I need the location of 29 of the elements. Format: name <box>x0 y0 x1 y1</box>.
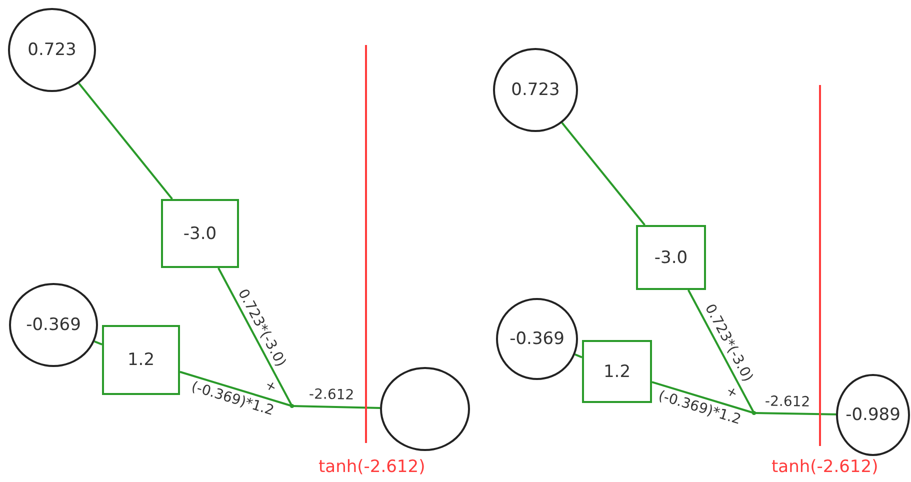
connector-line <box>574 354 582 358</box>
connector-line <box>687 290 755 414</box>
connector-line <box>561 122 646 226</box>
junction-point <box>752 411 756 415</box>
weight-box <box>102 325 180 395</box>
connector-line <box>78 82 173 200</box>
edge-label: -2.612 <box>309 386 355 404</box>
node-value: -0.369 <box>510 329 564 349</box>
connector-line <box>218 268 293 406</box>
node-value: 0.723 <box>511 80 560 100</box>
junction-point <box>290 404 294 408</box>
node-value: -3.0 <box>183 224 217 244</box>
connector-line <box>180 370 292 407</box>
edge-label: -2.612 <box>764 393 810 410</box>
activation-label: tanh(-2.612) <box>318 457 426 477</box>
connector-line <box>754 412 836 416</box>
node-value: 0.723 <box>28 40 76 60</box>
node-value: 1.2 <box>603 362 631 382</box>
weight-box <box>636 225 706 290</box>
weight-box <box>161 199 239 268</box>
node-value: -3.0 <box>654 248 688 268</box>
connector-line <box>292 405 380 409</box>
node-value: -0.369 <box>26 315 81 335</box>
connector-line <box>652 381 754 414</box>
node-value: -0.989 <box>846 405 900 425</box>
connector-line <box>94 340 102 346</box>
node-value: 1.2 <box>127 350 155 370</box>
weight-box <box>582 340 652 403</box>
activation-label: tanh(-2.612) <box>772 457 878 477</box>
